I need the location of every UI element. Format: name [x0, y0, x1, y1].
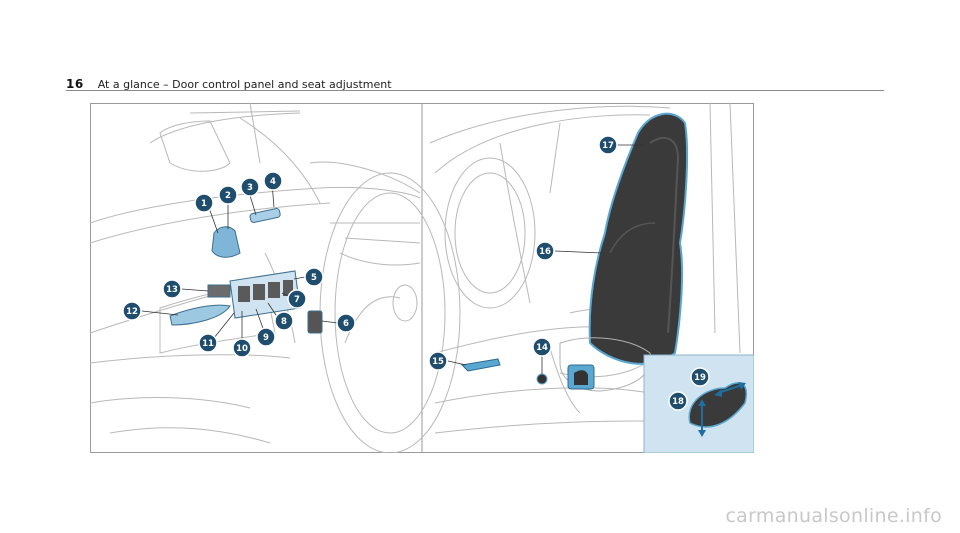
callout-12: 12: [122, 301, 142, 321]
svg-text:4: 4: [270, 177, 276, 187]
callout-10: 10: [232, 338, 252, 358]
svg-text:5: 5: [311, 273, 317, 283]
callout-5: 5: [304, 267, 324, 287]
seat-controls: [460, 358, 595, 390]
callout-8: 8: [274, 311, 294, 331]
svg-text:2: 2: [225, 191, 231, 201]
seat-backrest: [588, 112, 689, 365]
svg-text:1: 1: [201, 199, 207, 209]
callout-14: 14: [532, 337, 552, 357]
page-title: At a glance – Door control panel and sea…: [97, 77, 392, 91]
callout-11: 11: [198, 333, 218, 353]
door-controls: [169, 208, 323, 334]
svg-text:16: 16: [539, 247, 551, 257]
svg-text:11: 11: [202, 339, 214, 349]
svg-text:10: 10: [236, 344, 248, 354]
callout-7: 7: [287, 289, 307, 309]
callout-9: 9: [256, 327, 276, 347]
page-header: 16 At a glance – Door control panel and …: [66, 76, 392, 92]
svg-text:17: 17: [602, 141, 614, 151]
watermark: carmanualsonline.info: [725, 505, 942, 527]
callout-18: 18: [668, 391, 688, 411]
callout-17: 17: [598, 135, 618, 155]
callout-15: 15: [428, 351, 448, 371]
svg-text:3: 3: [247, 183, 253, 193]
header-rule: [66, 90, 884, 91]
svg-text:18: 18: [672, 397, 684, 407]
door-seat-illustration: 1 2 3 4 5 6 7 8 9 10 11 12: [90, 103, 754, 453]
svg-text:14: 14: [536, 343, 548, 353]
page-number: 16: [66, 77, 84, 91]
svg-text:8: 8: [281, 317, 287, 327]
callout-4: 4: [263, 171, 283, 191]
callout-3: 3: [240, 177, 260, 197]
callout-16: 16: [535, 241, 555, 261]
svg-text:15: 15: [432, 357, 444, 367]
callout-6: 6: [336, 313, 356, 333]
svg-text:6: 6: [343, 319, 349, 329]
callout-1: 1: [194, 193, 214, 213]
svg-text:7: 7: [294, 295, 300, 305]
svg-text:12: 12: [126, 307, 138, 317]
callout-19: 19: [690, 367, 710, 387]
callout-13: 13: [162, 279, 182, 299]
svg-text:19: 19: [694, 373, 706, 383]
svg-text:13: 13: [166, 285, 178, 295]
svg-text:9: 9: [263, 333, 269, 343]
callout-2: 2: [218, 185, 238, 205]
